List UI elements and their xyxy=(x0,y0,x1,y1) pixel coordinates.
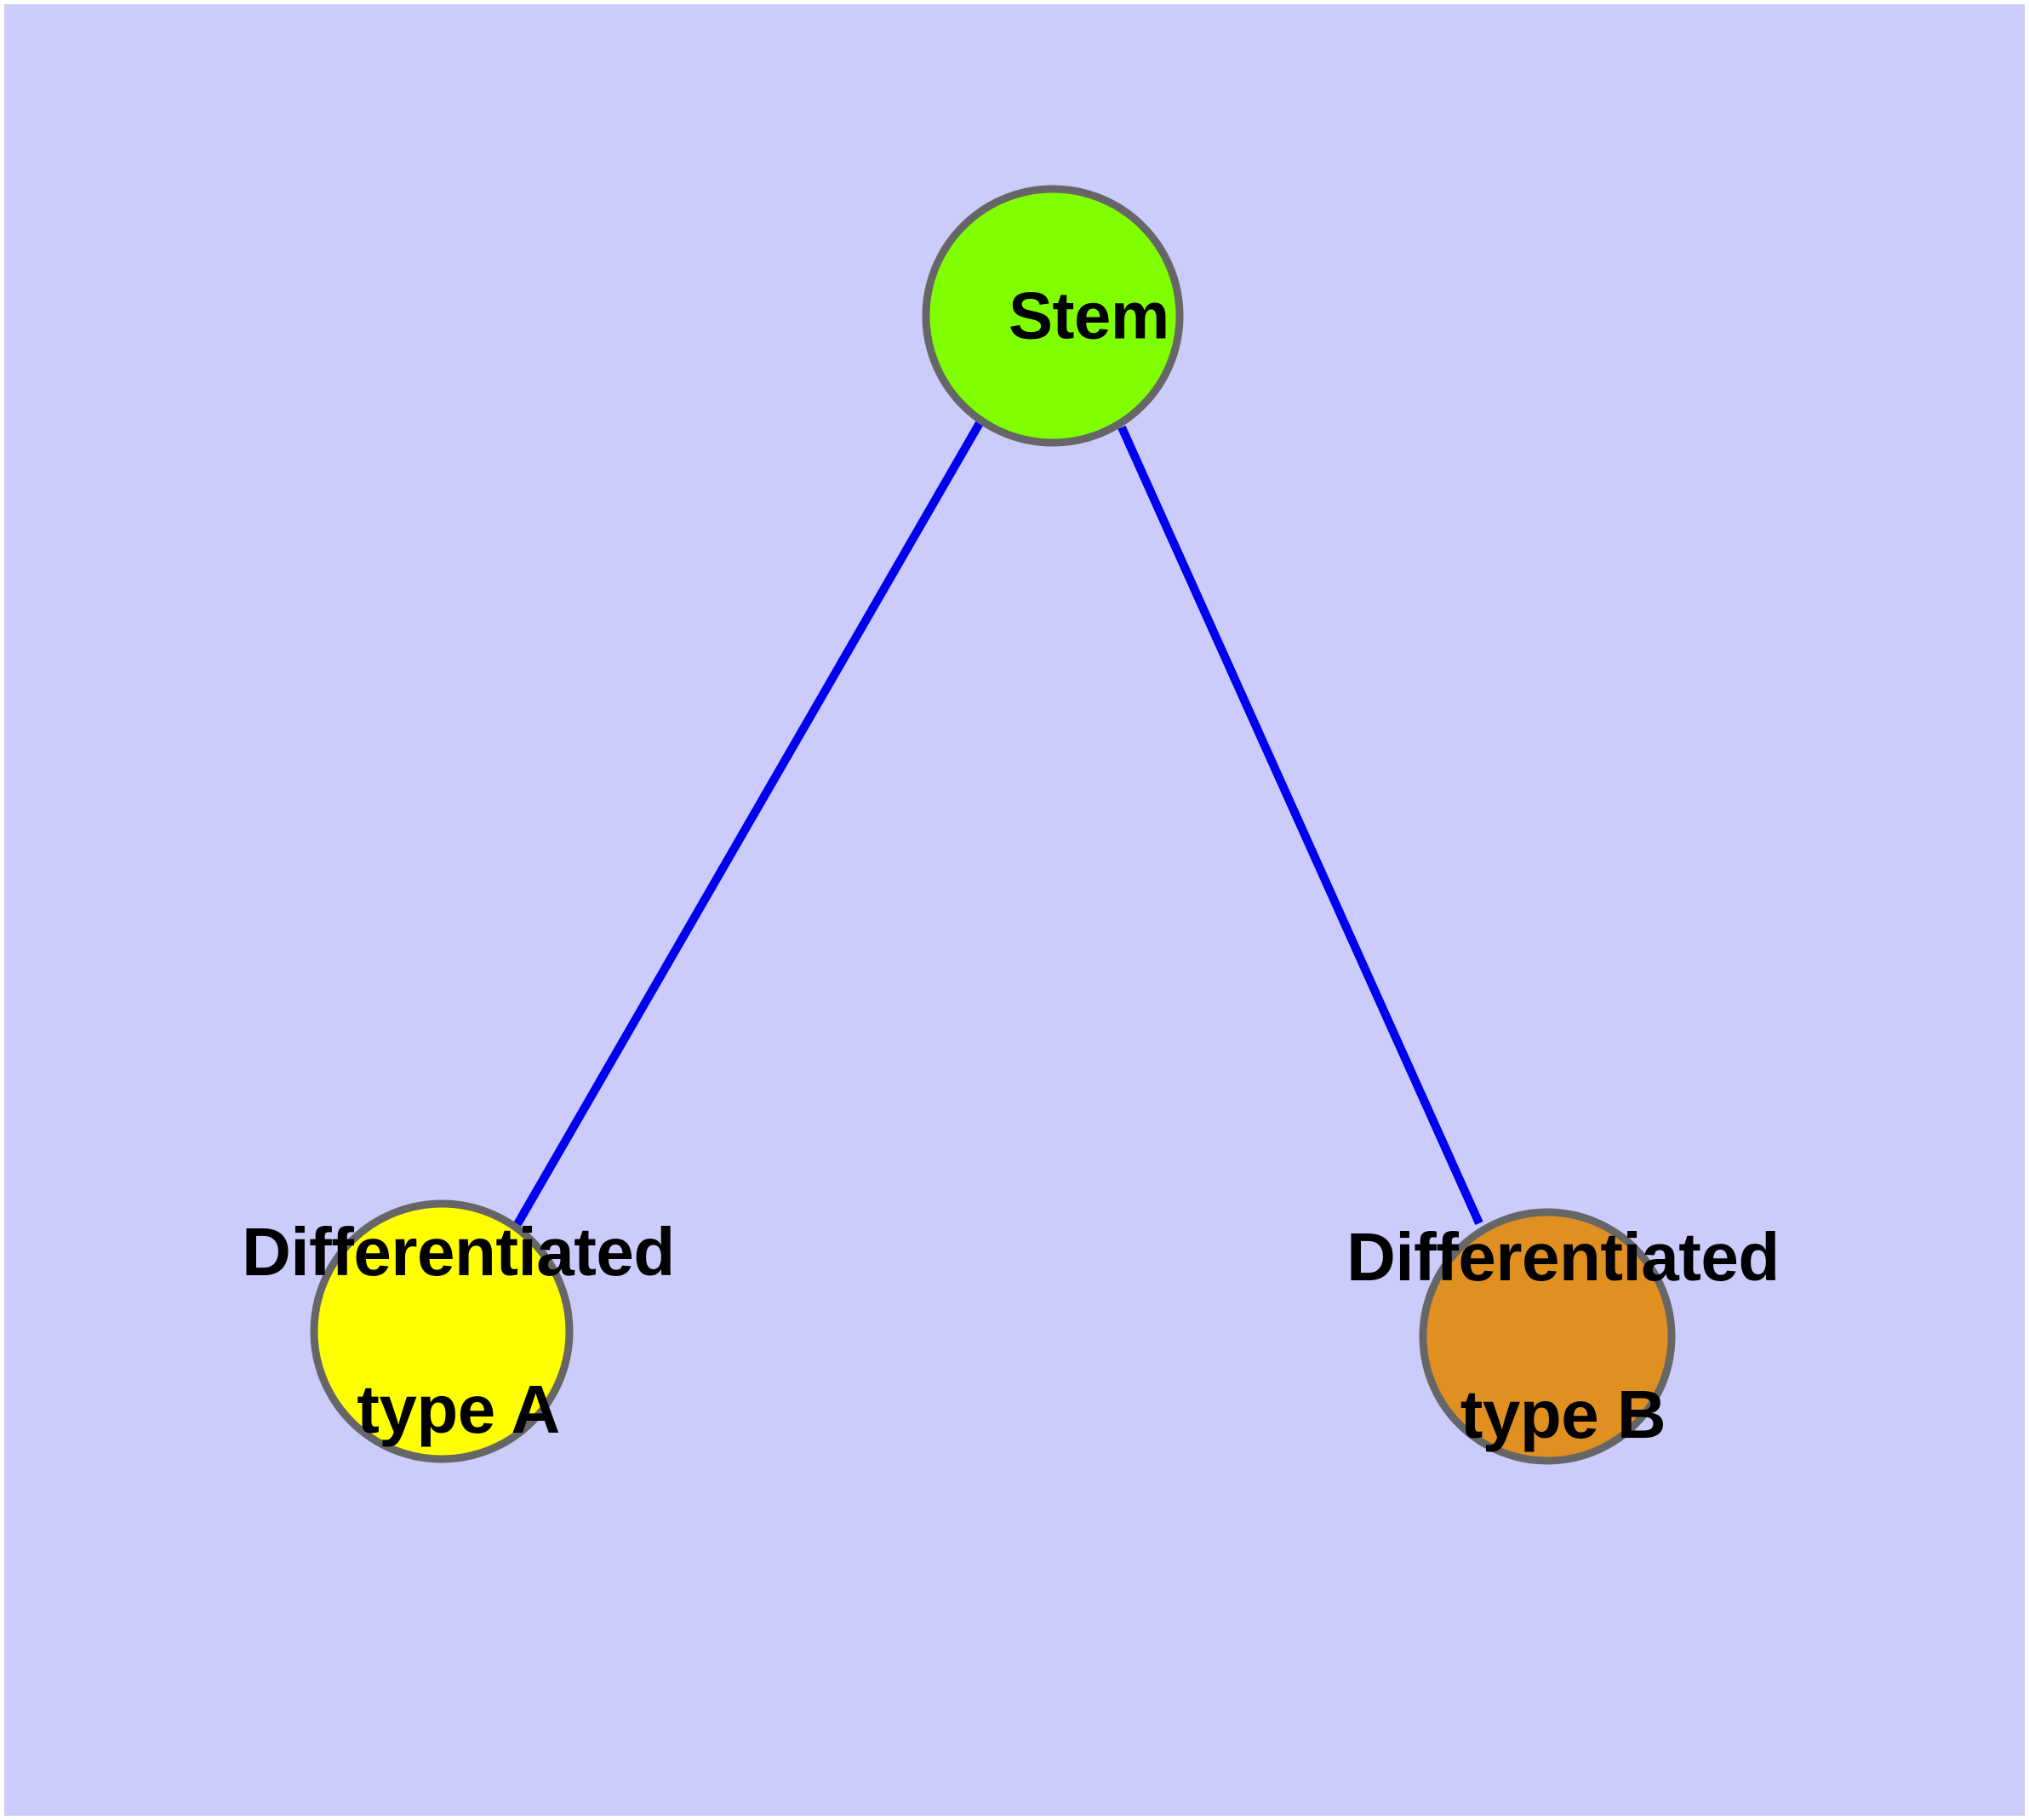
edge-stem-to-type-b[interactable] xyxy=(1117,425,1483,1226)
node-circle-differentiated-type-b[interactable] xyxy=(1419,1208,1676,1465)
node-circle-stem[interactable] xyxy=(922,185,1184,447)
node-circle-differentiated-type-a[interactable] xyxy=(310,1199,574,1463)
edge-stem-to-type-a[interactable] xyxy=(513,421,984,1227)
